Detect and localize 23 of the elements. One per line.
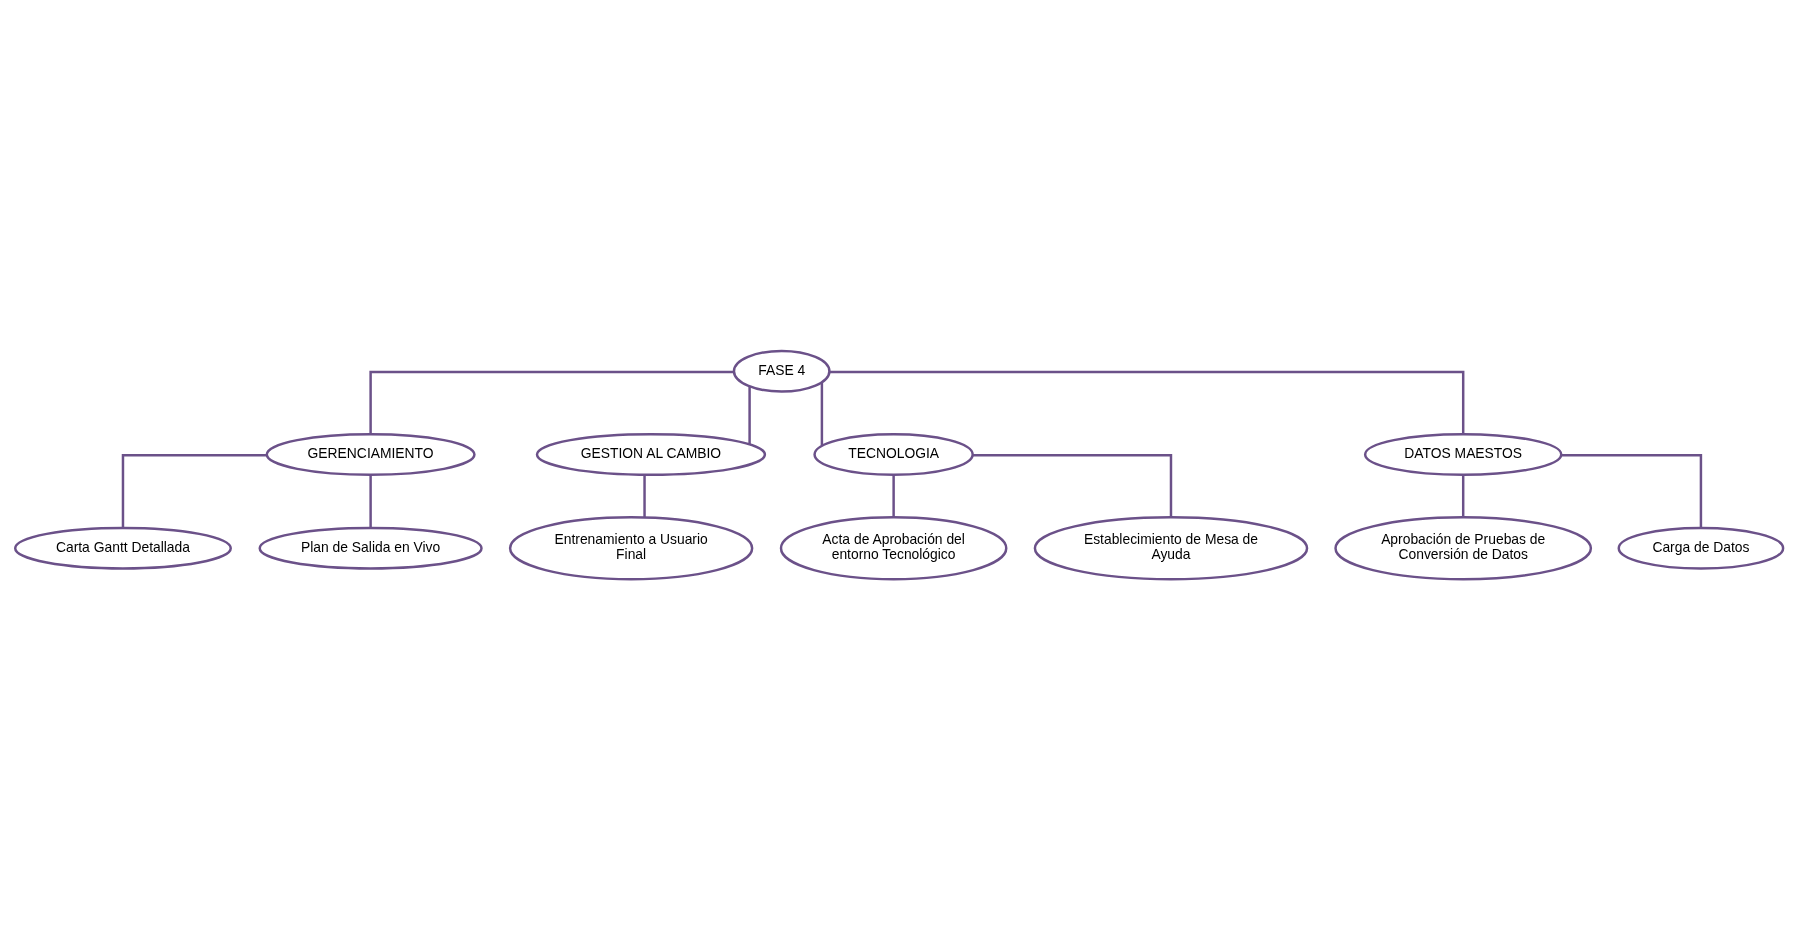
connector	[972, 453, 1173, 517]
node-ellipse: FASE 4	[732, 349, 831, 393]
connector	[1561, 453, 1703, 528]
connector	[820, 382, 824, 445]
node-ellipse: Carta Gantt Detallada	[13, 526, 232, 570]
connector	[369, 474, 372, 528]
node-ellipse: Plan de Salida en Vivo	[258, 526, 483, 570]
connector	[829, 370, 1465, 434]
connector	[892, 474, 895, 517]
connector	[369, 370, 734, 434]
node-ellipse: Entrenamiento a Usuario Final	[508, 515, 754, 580]
node-ellipse: Acta de Aprobación del entorno Tecnológico	[779, 515, 1008, 580]
node-ellipse: Establecimiento de Mesa de Ayuda	[1033, 515, 1309, 580]
node-ellipse: TECNOLOGIA	[813, 432, 974, 476]
connector	[748, 386, 751, 444]
connector	[1461, 474, 1465, 517]
node-ellipse: Aprobación de Pruebas de Conversión de Datos	[1334, 515, 1593, 580]
node-ellipse: GERENCIAMIENTO	[265, 432, 476, 476]
node-ellipse: GESTION AL CAMBIO	[535, 432, 767, 476]
node-ellipse: DATOS MAESTOS	[1363, 432, 1563, 476]
node-ellipse: Carga de Datos	[1617, 526, 1785, 570]
connector	[121, 453, 267, 528]
connector	[643, 474, 646, 518]
